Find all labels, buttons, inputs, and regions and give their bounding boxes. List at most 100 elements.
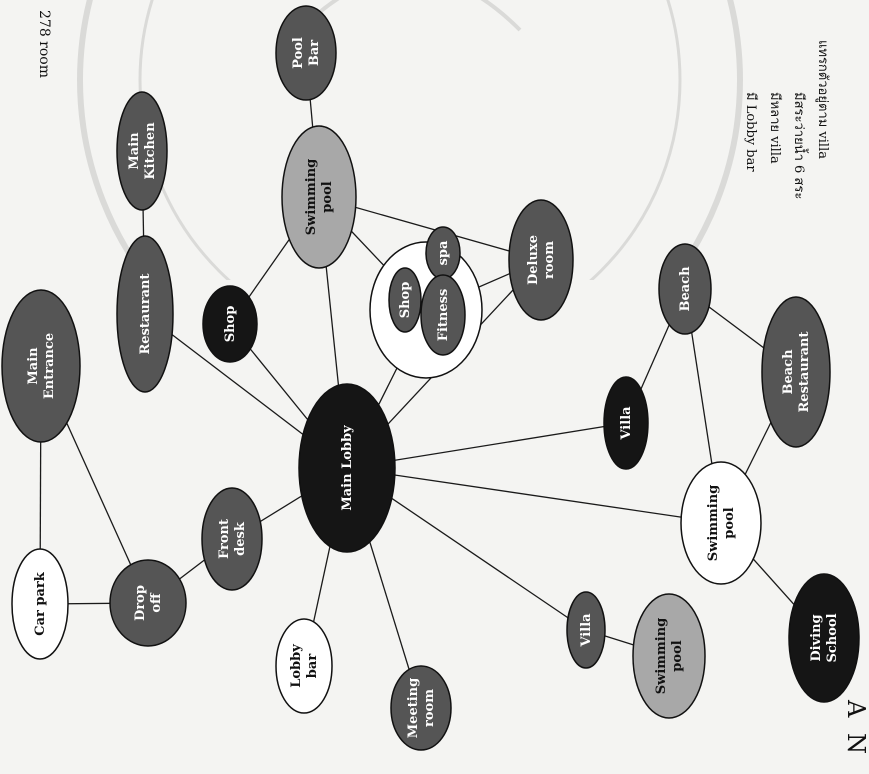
drop-off-label: Dropoff <box>133 585 164 621</box>
diving-school-ellipse <box>788 573 860 703</box>
node-front-desk: Frontdesk <box>201 487 263 591</box>
main-lobby-label: Main Lobby <box>340 425 355 511</box>
room-count-title: 278 room <box>36 10 52 78</box>
beach-label: Beach <box>678 266 693 312</box>
beach-restaurant-label: BeachRestaurant <box>781 331 812 412</box>
lobby-bar-label-line-1: Lobby <box>289 644 304 688</box>
node-spa: spa <box>425 226 461 280</box>
node-restaurant: Restaurant <box>116 235 174 393</box>
shop-a-label-line-1: Shop <box>223 306 238 343</box>
node-meeting-room: Meetingroom <box>390 665 452 751</box>
drop-off-ellipse <box>109 559 187 647</box>
villa-b-label: Villa <box>619 406 634 441</box>
car-park-label-line-1: Car park <box>33 571 48 636</box>
meeting-room-ellipse <box>390 665 452 751</box>
main-lobby-ellipse <box>298 383 396 553</box>
swimming-pool-a-ellipse <box>632 593 706 719</box>
restaurant-label: Restaurant <box>138 273 153 354</box>
villa-a-ellipse <box>566 591 606 669</box>
node-villa-a: Villa <box>566 591 606 669</box>
beach-label-line-1: Beach <box>678 266 693 312</box>
node-drop-off: Dropoff <box>109 559 187 647</box>
swimming-pool-a-label-line-2: pool <box>670 640 685 671</box>
swimming-pool-b-ellipse <box>281 125 357 269</box>
edge-main-lobby-to-swimming-pool-c <box>346 467 722 524</box>
swimming-pool-a-label: Swimmingpool <box>654 618 685 695</box>
beach-restaurant-label-line-1: Beach <box>781 349 796 395</box>
node-swimming-pool-b: Swimmingpool <box>281 125 357 269</box>
lobby-bar-ellipse <box>275 618 333 714</box>
fitness-label: Fitness <box>436 289 451 342</box>
fitness-ellipse <box>420 274 466 356</box>
deluxe-room-ellipse <box>508 199 574 321</box>
villa-b-label-line-1: Villa <box>619 406 634 441</box>
node-diving-school: DivingSchool <box>788 573 860 703</box>
main-kitchen-ellipse <box>116 91 168 211</box>
beach-restaurant-ellipse <box>761 296 831 448</box>
pool-bar-label-line-2: Bar <box>307 40 322 66</box>
meeting-room-label-line-2: room <box>422 689 437 727</box>
villa-b-ellipse <box>603 376 649 470</box>
spa-label-line-1: spa <box>436 240 451 265</box>
shop-b-ellipse <box>388 267 422 333</box>
pool-bar-label: PoolBar <box>291 37 322 69</box>
swimming-pool-c-label: Swimmingpool <box>706 485 737 562</box>
main-entrance-label-line-2: Entrance <box>42 333 57 399</box>
drop-off-label-line-1: Drop <box>133 585 148 621</box>
shop-a-ellipse <box>202 285 258 363</box>
note-line-3: มีสระว่ายน้ำ 6 สระ <box>791 92 806 200</box>
diving-school-label: DivingSchool <box>809 613 840 662</box>
shop-a-label: Shop <box>223 306 238 343</box>
villa-a-label: Villa <box>579 613 594 648</box>
beach-ellipse <box>658 243 712 335</box>
node-swimming-pool-a: Swimmingpool <box>632 593 706 719</box>
node-lobby-bar: Lobbybar <box>275 618 333 714</box>
node-fitness: Fitness <box>420 274 466 356</box>
main-entrance-ellipse <box>1 289 81 443</box>
car-park-ellipse <box>11 548 69 660</box>
front-desk-label-line-2: desk <box>233 521 248 556</box>
swimming-pool-c-ellipse <box>680 461 762 585</box>
villa-a-label-line-1: Villa <box>579 613 594 648</box>
pool-bar-ellipse <box>275 5 337 101</box>
swimming-pool-b-label-line-1: Swimming <box>304 159 319 236</box>
diving-school-label-line-2: School <box>825 613 840 662</box>
deluxe-room-label-line-1: Deluxe <box>526 235 541 285</box>
node-villa-b: Villa <box>603 376 649 470</box>
swimming-pool-b-label-line-2: pool <box>320 181 335 212</box>
node-shop-a: Shop <box>202 285 258 363</box>
lobby-bar-label: Lobbybar <box>289 644 320 688</box>
spa-label: spa <box>436 240 451 265</box>
diving-school-label-line-1: Diving <box>809 614 824 661</box>
swimming-pool-a-label-line-1: Swimming <box>654 618 669 695</box>
shop-b-label: Shop <box>398 282 413 319</box>
front-desk-label-line-1: Front <box>217 519 232 559</box>
note-line-2: มีหลาย villa <box>767 92 782 164</box>
shop-b-label-line-1: Shop <box>398 282 413 319</box>
node-deluxe-room: Deluxeroom <box>508 199 574 321</box>
car-park-label: Car park <box>33 571 48 636</box>
pool-bar-label-line-1: Pool <box>291 37 306 69</box>
front-desk-label: Frontdesk <box>217 519 248 559</box>
swimming-pool-c-label-line-1: Swimming <box>706 485 721 562</box>
restaurant-label-line-1: Restaurant <box>138 273 153 354</box>
main-entrance-label: MainEntrance <box>26 333 57 399</box>
node-car-park: Car park <box>11 548 69 660</box>
beach-restaurant-label-line-2: Restaurant <box>797 331 812 412</box>
swimming-pool-c-label-line-2: pool <box>722 507 737 538</box>
corner-text: A N <box>842 700 869 758</box>
meeting-room-label: Meetingroom <box>406 678 437 738</box>
main-entrance-label-line-1: Main <box>26 347 41 385</box>
swimming-pool-b-label: Swimmingpool <box>304 159 335 236</box>
lobby-bar-label-line-2: bar <box>305 654 320 679</box>
deluxe-room-label: Deluxeroom <box>526 235 557 285</box>
note-line-4: แทรกตัวอยู่ตาม villa <box>815 40 830 159</box>
restaurant-ellipse <box>116 235 174 393</box>
node-shop-b: Shop <box>388 267 422 333</box>
node-swimming-pool-c: Swimmingpool <box>680 461 762 585</box>
node-beach-restaurant: BeachRestaurant <box>761 296 831 448</box>
node-main-kitchen: MainKitchen <box>116 91 168 211</box>
